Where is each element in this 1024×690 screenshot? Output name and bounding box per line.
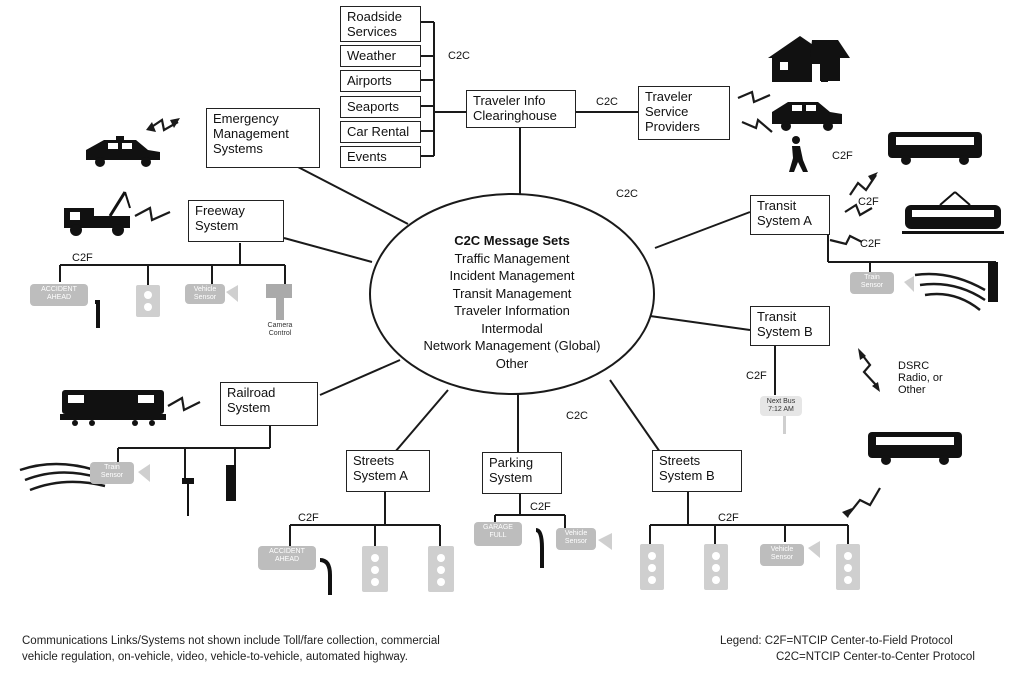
bus-icon [888, 132, 982, 165]
c2c-label-hub: C2C [616, 188, 639, 200]
sign-posts [95, 300, 544, 595]
parking-system-box[interactable]: Parking System [482, 452, 562, 494]
locomotive-icon [60, 390, 166, 426]
hub-title: C2C Message Sets [454, 233, 570, 248]
c2f-label-transit-b: C2F [746, 370, 767, 382]
hub-item-other: Other [495, 355, 529, 371]
legend-line2: C2C=NTCIP Center-to-Center Protocol [776, 651, 975, 663]
car-rental-box[interactable]: Car Rental [340, 121, 421, 143]
camera-icon [266, 284, 292, 320]
streets-system-a-box[interactable]: Streets System A [346, 450, 430, 492]
pedestrian-icon [789, 136, 808, 172]
footer-note-line1: Communications Links/Systems not shown i… [22, 635, 440, 647]
c2f-label-transit-a-bus: C2F [832, 150, 853, 162]
c2f-label-transit-a-rail: C2F [858, 196, 879, 208]
freeway-system-box[interactable]: Freeway System [188, 200, 284, 242]
streets-system-b-box[interactable]: Streets System B [652, 450, 742, 492]
light-rail-icon [902, 191, 1004, 234]
garage-full-sign: GARAGE FULL [474, 522, 522, 546]
dsrc-label: DSRC Radio, or Other [898, 360, 943, 396]
hub-item-network: Network Management (Global) [423, 338, 601, 353]
traveler-service-providers-box[interactable]: Traveler Service Providers [638, 86, 730, 140]
vehicle-sensor-streets-b: Vehicle Sensor [760, 544, 804, 566]
emergency-management-box[interactable]: Emergency Management Systems [206, 108, 320, 168]
railroad-system-box[interactable]: Railroad System [220, 382, 318, 426]
car-icon [772, 102, 842, 131]
rail-signals [182, 262, 998, 516]
airports-box[interactable]: Airports [340, 70, 421, 92]
c2c-label-providers: C2C [448, 50, 471, 62]
c2c-label-lower: C2C [566, 410, 589, 422]
c2f-label-streets-a: C2F [298, 512, 319, 524]
footer-note-line2: vehicle regulation, on-vehicle, video, v… [22, 651, 408, 663]
camera-control-label: Camera Control [267, 322, 293, 337]
hub-item-traveler: Traveler Information [454, 303, 570, 318]
vehicle-sensor-parking: Vehicle Sensor [556, 528, 596, 550]
events-box[interactable]: Events [340, 146, 421, 168]
legend-line1: Legend: C2F=NTCIP Center-to-Field Protoc… [720, 635, 953, 647]
c2f-label-freeway: C2F [72, 252, 93, 264]
c2f-label-transit-a-sensor: C2F [860, 238, 881, 250]
vehicle-sensor-freeway: Vehicle Sensor [185, 284, 225, 304]
c2f-label-parking: C2F [530, 501, 551, 513]
train-sensor-railroad: Train Sensor [90, 462, 134, 484]
transit-system-a-box[interactable]: Transit System A [750, 195, 830, 235]
train-sensor-transit-a: Train Sensor [850, 272, 894, 294]
c2f-label-streets-b: C2F [718, 512, 739, 524]
house-icon [768, 36, 850, 82]
accident-ahead-sign-freeway: ACCIDENT AHEAD [30, 284, 88, 306]
weather-box[interactable]: Weather [340, 45, 421, 67]
bus-b-icon [868, 432, 962, 465]
sensor-cones [138, 276, 914, 558]
seaports-box[interactable]: Seaports [340, 96, 421, 118]
hub-item-intermodal: Intermodal [481, 320, 543, 336]
police-car-icon [86, 136, 160, 167]
hub-item-transit: Transit Management [452, 285, 572, 301]
tow-truck-icon [64, 191, 131, 236]
c2c-message-sets-hub: C2C Message Sets Traffic Management Inci… [372, 196, 652, 392]
hub-item-traffic: Traffic Management [454, 250, 570, 266]
c2c-label-traveler: C2C [596, 96, 619, 108]
traveler-info-clearinghouse-box[interactable]: Traveler Info Clearinghouse [466, 90, 576, 128]
hub-item-incident: Incident Management [449, 268, 575, 283]
accident-ahead-sign-streets: ACCIDENT AHEAD [258, 546, 316, 570]
next-bus-sign: Next Bus 7:12 AM [760, 396, 802, 416]
transit-system-b-box[interactable]: Transit System B [750, 306, 830, 346]
roadside-services-box[interactable]: Roadside Services [340, 6, 421, 42]
